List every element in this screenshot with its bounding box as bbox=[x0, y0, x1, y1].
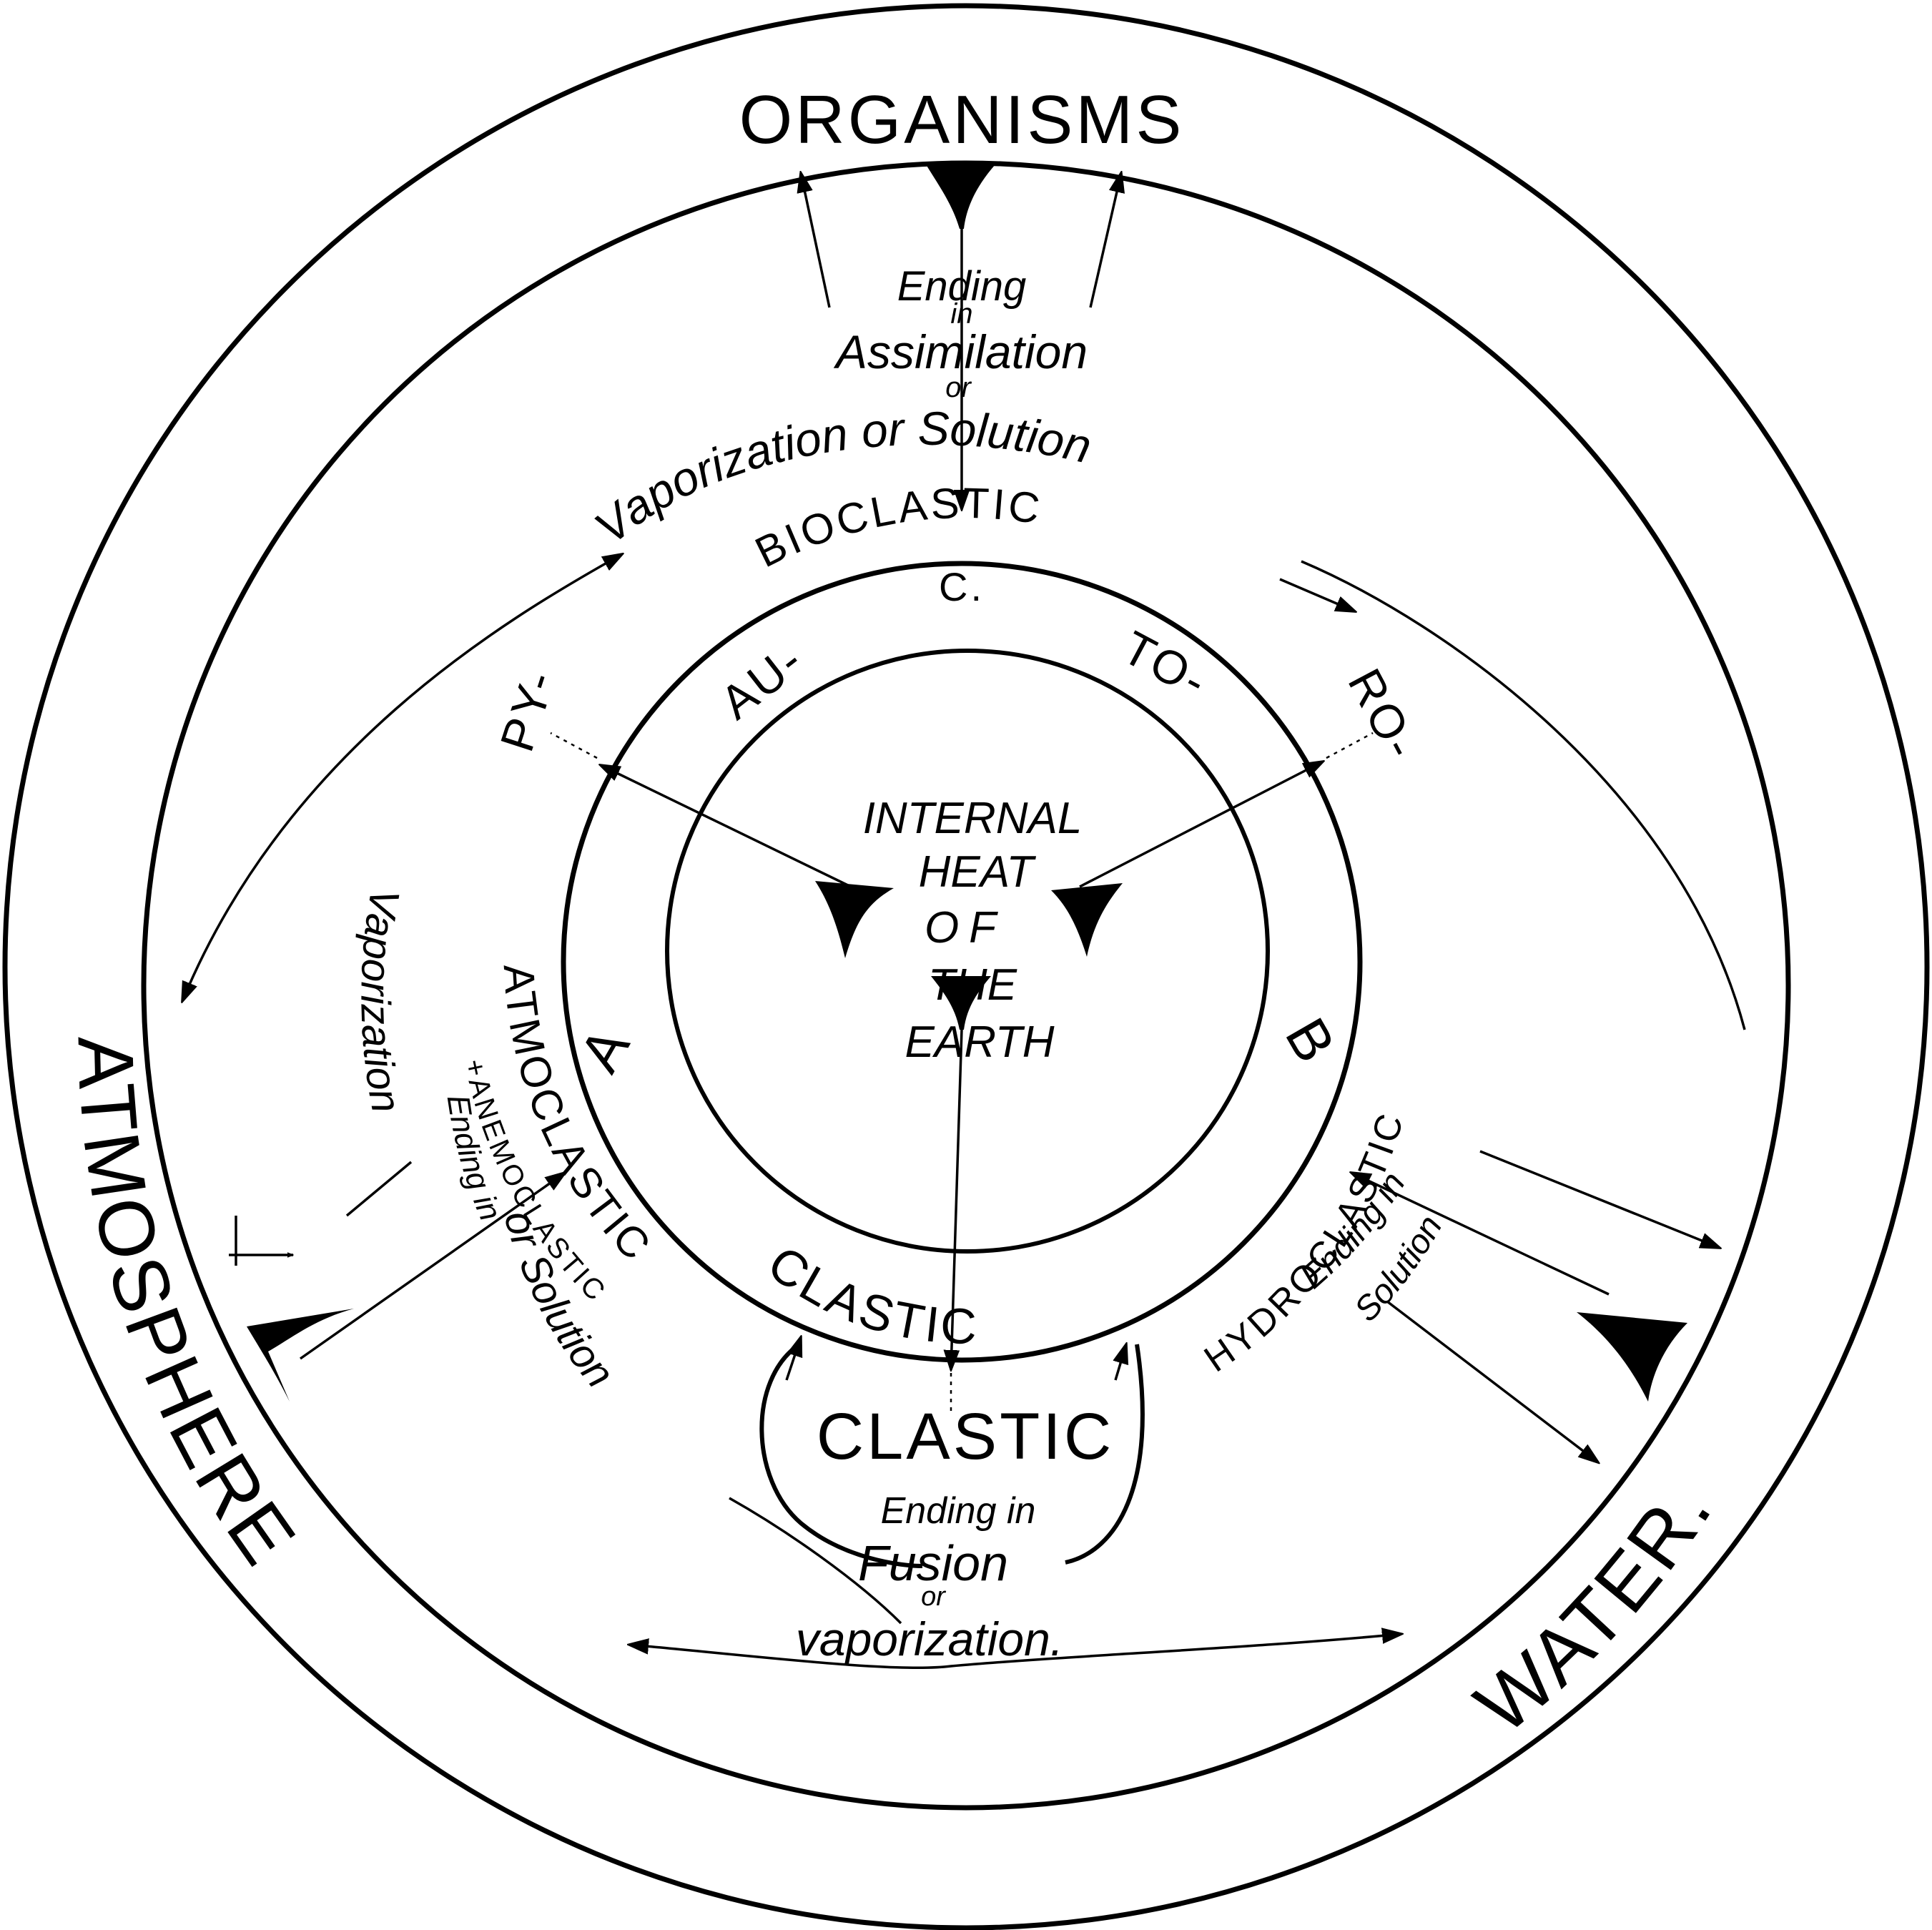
b-to-water-arrow bbox=[1479, 1150, 1720, 1248]
atmosphere-to-a-arrow bbox=[299, 1173, 565, 1360]
lobe-vaporization-label: vaporization. bbox=[796, 1613, 1063, 1665]
top-flow-ending: Ending bbox=[897, 263, 1027, 310]
py-label: PY- bbox=[490, 662, 566, 757]
middle-ring bbox=[141, 160, 1791, 1811]
bottom-flow-curve bbox=[629, 1634, 1401, 1670]
clastic-lobe-label: CLASTIC bbox=[817, 1400, 1115, 1473]
core-line-3: OF bbox=[925, 903, 1006, 952]
organisms-right-arrow bbox=[1089, 173, 1121, 308]
clastic-lobe bbox=[759, 1342, 1145, 1568]
core-wedge-right bbox=[1051, 883, 1123, 957]
outer-ring bbox=[2, 3, 1930, 1930]
atmosphere-label: ATMOSPHERE bbox=[61, 1035, 314, 1582]
ro-dotted bbox=[1326, 732, 1374, 759]
core-to-py-arrow bbox=[601, 765, 852, 888]
core-wedge-left bbox=[815, 881, 894, 958]
organisms-wedge bbox=[926, 164, 995, 229]
atmosphere-wedge bbox=[247, 1309, 354, 1402]
lobe-fusion-label: Fusion bbox=[858, 1535, 1008, 1591]
lobe-ending-label: Ending in bbox=[881, 1490, 1036, 1532]
core-wedge-bottom bbox=[931, 976, 991, 1030]
left-vaporization-label: Vaporization bbox=[352, 885, 410, 1116]
lobe-right-arrow bbox=[1115, 1344, 1126, 1381]
bioclastic-label: BIOCLASTIC bbox=[748, 479, 1045, 577]
core-line-1: INTERNAL bbox=[863, 794, 1083, 843]
to-label: TO- bbox=[1114, 621, 1218, 709]
lobe-or-label: or bbox=[921, 1582, 946, 1612]
py-dotted bbox=[550, 732, 598, 759]
organisms-label: ORGANISMS bbox=[739, 82, 1185, 158]
top-flow-assimilation: Assimilation bbox=[833, 325, 1088, 378]
top-flow-right-curve bbox=[1301, 560, 1746, 1030]
core-to-ro-arrow bbox=[1079, 762, 1323, 888]
core-line-5: EARTH bbox=[905, 1018, 1054, 1067]
core-down-arrow bbox=[951, 1029, 963, 1369]
core-circle bbox=[665, 649, 1270, 1254]
bioclastic-to-water-arrow bbox=[1279, 578, 1355, 611]
core-line-2: HEAT bbox=[919, 847, 1037, 897]
au-label: AU- bbox=[711, 632, 814, 729]
ro-label: RO- bbox=[1338, 660, 1429, 769]
b-label: B bbox=[1273, 1008, 1349, 1075]
water-wedge bbox=[1577, 1312, 1687, 1402]
c-label: C. bbox=[939, 564, 985, 609]
hydroclastic-label: HYDROCLASTIC bbox=[1197, 1107, 1413, 1381]
b-solution-to-water-arrow bbox=[1386, 1300, 1598, 1462]
core-line-4: THE bbox=[928, 960, 1017, 1010]
a-solution-flow bbox=[729, 1497, 902, 1625]
water-from-b-arrow bbox=[1351, 1173, 1610, 1296]
top-flow-in: in bbox=[950, 298, 972, 330]
top-flow-left-curve bbox=[182, 554, 622, 1001]
lobe-left-arrow bbox=[785, 1337, 801, 1381]
top-flow-or: or bbox=[945, 372, 972, 403]
organisms-left-arrow bbox=[801, 173, 831, 308]
atmosphere-small-arrows bbox=[229, 1161, 413, 1266]
